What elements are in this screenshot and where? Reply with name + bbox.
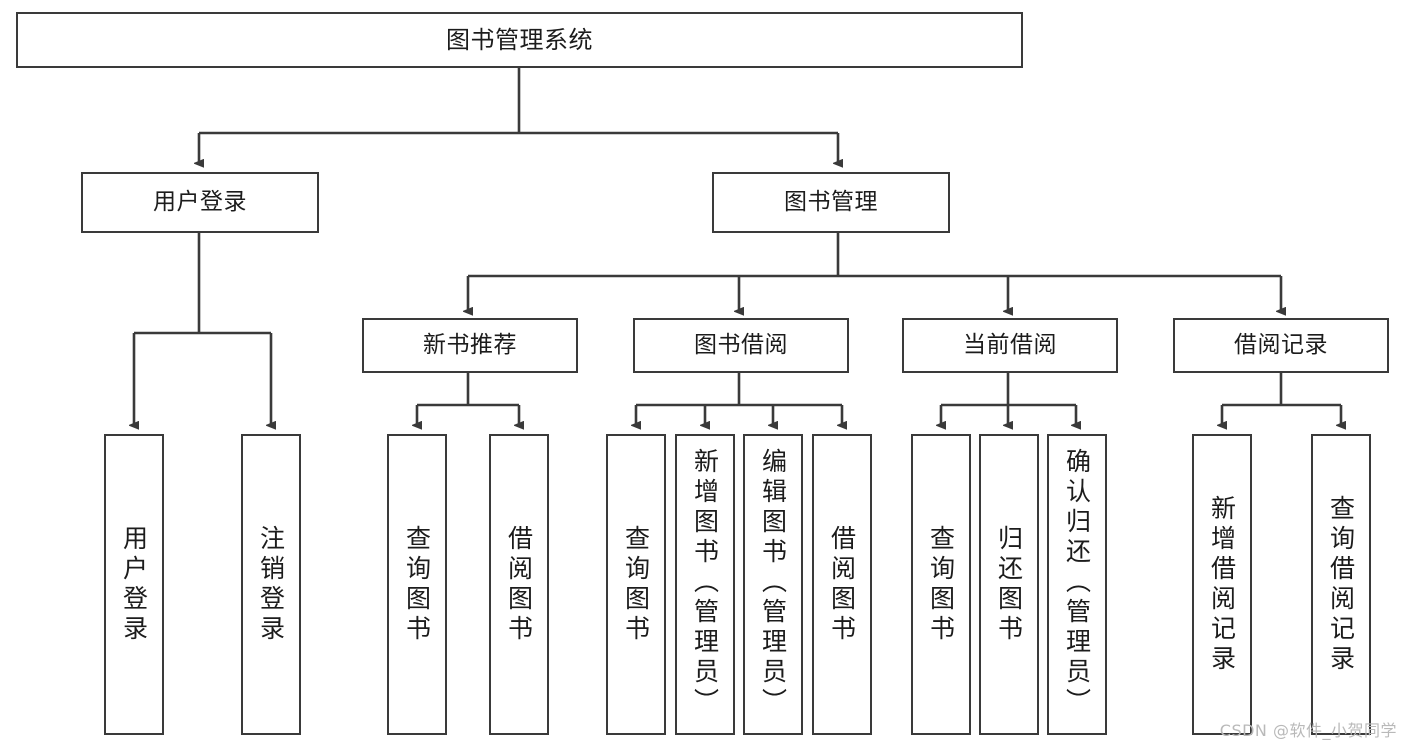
node-label: 用户登录 (153, 188, 247, 215)
leaf-borrow-books-recommend[interactable]: 借阅图书 (489, 434, 549, 735)
leaf-query-books-borrow[interactable]: 查询图书 (606, 434, 666, 735)
node-current-borrowing[interactable]: 当前借阅 (902, 318, 1118, 373)
leaf-edit-book-admin[interactable]: 编辑图书（管理员） (743, 434, 803, 735)
node-label: 图书管理 (784, 188, 878, 215)
leaf-query-books-recommend[interactable]: 查询图书 (387, 434, 447, 735)
node-borrow-records[interactable]: 借阅记录 (1173, 318, 1389, 373)
node-book-management[interactable]: 图书管理 (712, 172, 950, 233)
leaf-confirm-return-admin[interactable]: 确认归还（管理员） (1047, 434, 1107, 735)
node-label: 图书借阅 (694, 331, 788, 358)
node-new-book-recommendation[interactable]: 新书推荐 (362, 318, 578, 373)
node-label: 新书推荐 (423, 331, 517, 358)
leaf-add-book-admin[interactable]: 新增图书（管理员） (675, 434, 735, 735)
leaf-add-borrow-record[interactable]: 新增借阅记录 (1192, 434, 1252, 735)
node-label: 用户登录 (119, 524, 149, 645)
node-book-borrowing[interactable]: 图书借阅 (633, 318, 849, 373)
leaf-query-books-current[interactable]: 查询图书 (911, 434, 971, 735)
node-label: 新增图书（管理员） (690, 448, 720, 718)
node-label: 当前借阅 (963, 331, 1057, 358)
leaf-borrow-books[interactable]: 借阅图书 (812, 434, 872, 735)
node-label: 借阅记录 (1234, 331, 1328, 358)
leaf-return-books[interactable]: 归还图书 (979, 434, 1039, 735)
leaf-query-borrow-record[interactable]: 查询借阅记录 (1311, 434, 1371, 735)
leaf-logout[interactable]: 注销登录 (241, 434, 301, 735)
node-label: 新增借阅记录 (1207, 494, 1237, 675)
node-label: 编辑图书（管理员） (758, 448, 788, 718)
node-label: 查询借阅记录 (1326, 494, 1356, 675)
node-label: 确认归还（管理员） (1062, 448, 1092, 718)
node-label: 查询图书 (926, 524, 956, 645)
node-label: 注销登录 (256, 524, 286, 645)
node-label: 查询图书 (621, 524, 651, 645)
node-user-login[interactable]: 用户登录 (81, 172, 319, 233)
node-label: 借阅图书 (827, 524, 857, 645)
node-label: 归还图书 (994, 524, 1024, 645)
node-root-book-management-system[interactable]: 图书管理系统 (16, 12, 1023, 68)
leaf-user-login[interactable]: 用户登录 (104, 434, 164, 735)
node-label: 借阅图书 (504, 524, 534, 645)
node-label: 查询图书 (402, 524, 432, 645)
node-label: 图书管理系统 (446, 25, 593, 54)
